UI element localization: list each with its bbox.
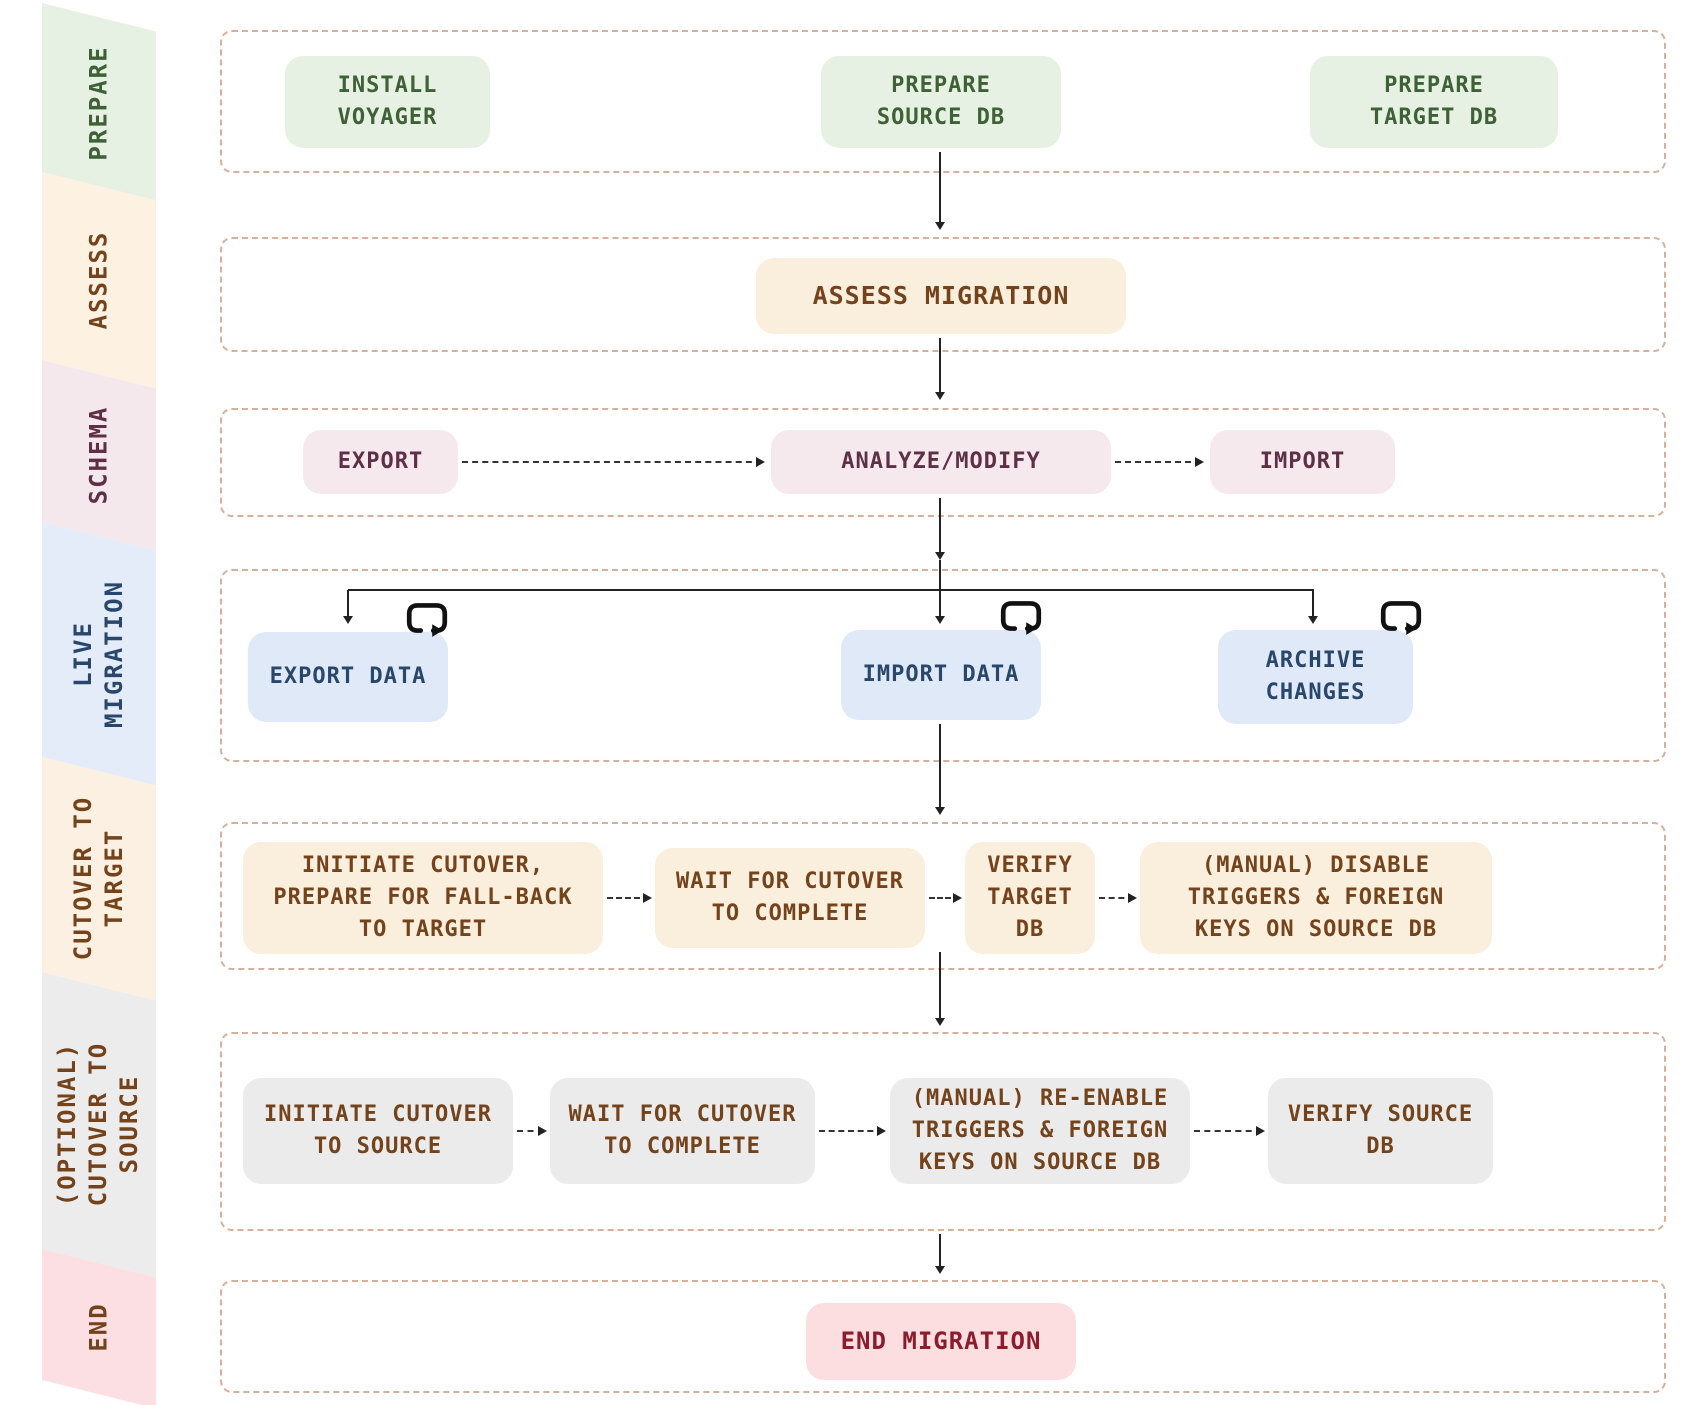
node-archive-changes: ARCHIVE CHANGES — [1218, 630, 1413, 724]
arrow-initiate-to-wait-target — [607, 893, 652, 903]
connector-live-branch-stem — [939, 560, 941, 590]
arrow-assess-to-schema — [935, 338, 945, 400]
node-prepare-source-db: PREPARE SOURCE DB — [821, 56, 1061, 148]
node-prepare-target-db: PREPARE TARGET DB — [1310, 56, 1558, 148]
phase-label-cutover-target: CUTOVER TO TARGET — [68, 795, 128, 961]
phase-label-end: END — [84, 1302, 113, 1352]
phase-label-cutover-source: (OPTIONAL) CUTOVER TO SOURCE — [53, 1041, 144, 1207]
node-wait-cutover-source: WAIT FOR CUTOVER TO COMPLETE — [550, 1078, 815, 1184]
row-container-cutover-source — [220, 1032, 1666, 1231]
node-initiate-cutover-target: INITIATE CUTOVER, PREPARE FOR FALL-BACK … — [243, 842, 603, 954]
arrow-branch-export-data — [343, 590, 353, 624]
node-disable-triggers: (MANUAL) DISABLE TRIGGERS & FOREIGN KEYS… — [1140, 842, 1492, 954]
node-wait-cutover-target: WAIT FOR CUTOVER TO COMPLETE — [655, 848, 925, 948]
node-install-voyager: INSTALL VOYAGER — [285, 56, 490, 148]
node-import-data: IMPORT DATA — [841, 630, 1041, 720]
phase-label-prepare: PREPARE — [84, 45, 113, 161]
arrow-export-to-analyze — [462, 457, 765, 467]
arrow-schema-to-live — [935, 498, 945, 560]
loop-repeat-icon — [404, 598, 450, 638]
node-import-schema: IMPORT — [1210, 430, 1395, 494]
row-container-schema — [220, 408, 1666, 517]
arrow-wait-to-reenable — [819, 1126, 886, 1136]
row-container-prepare — [220, 30, 1666, 173]
arrow-prepare-to-assess — [935, 152, 945, 230]
row-container-cutover-target — [220, 822, 1666, 970]
arrow-branch-import-data — [935, 590, 945, 624]
row-container-live-migration — [220, 569, 1666, 762]
loop-repeat-icon — [998, 596, 1044, 636]
connector-live-branch-line — [348, 589, 1314, 591]
row-container-end — [220, 1280, 1666, 1393]
node-verify-target-db: VERIFY TARGET DB — [965, 842, 1095, 954]
node-reenable-triggers: (MANUAL) RE-ENABLE TRIGGERS & FOREIGN KE… — [890, 1078, 1190, 1184]
arrow-reenable-to-verify — [1194, 1126, 1265, 1136]
arrow-verify-to-disable — [1099, 893, 1137, 903]
node-assess-migration: ASSESS MIGRATION — [756, 258, 1126, 334]
phase-label-schema: SCHEMA — [84, 405, 113, 505]
arrow-analyze-to-import — [1115, 457, 1204, 467]
node-export-schema: EXPORT — [303, 430, 458, 494]
node-analyze-modify: ANALYZE/MODIFY — [771, 430, 1111, 494]
arrow-target-to-cutover-source — [935, 952, 945, 1026]
arrow-branch-archive-changes — [1308, 590, 1318, 624]
arrow-source-to-end — [935, 1234, 945, 1274]
loop-repeat-icon — [1378, 596, 1424, 636]
row-container-assess — [220, 237, 1666, 352]
phase-label-live-migration: LIVE MIGRATION — [68, 579, 128, 729]
node-verify-source-db: VERIFY SOURCE DB — [1268, 1078, 1493, 1184]
arrow-live-to-cutover-target — [935, 724, 945, 815]
arrow-wait-to-verify-target — [929, 893, 962, 903]
node-initiate-cutover-source: INITIATE CUTOVER TO SOURCE — [243, 1078, 513, 1184]
node-export-data: EXPORT DATA — [248, 632, 448, 722]
node-end-migration: END MIGRATION — [806, 1303, 1076, 1380]
phase-label-assess: ASSESS — [84, 230, 113, 330]
arrow-initiate-to-wait-source — [517, 1126, 547, 1136]
